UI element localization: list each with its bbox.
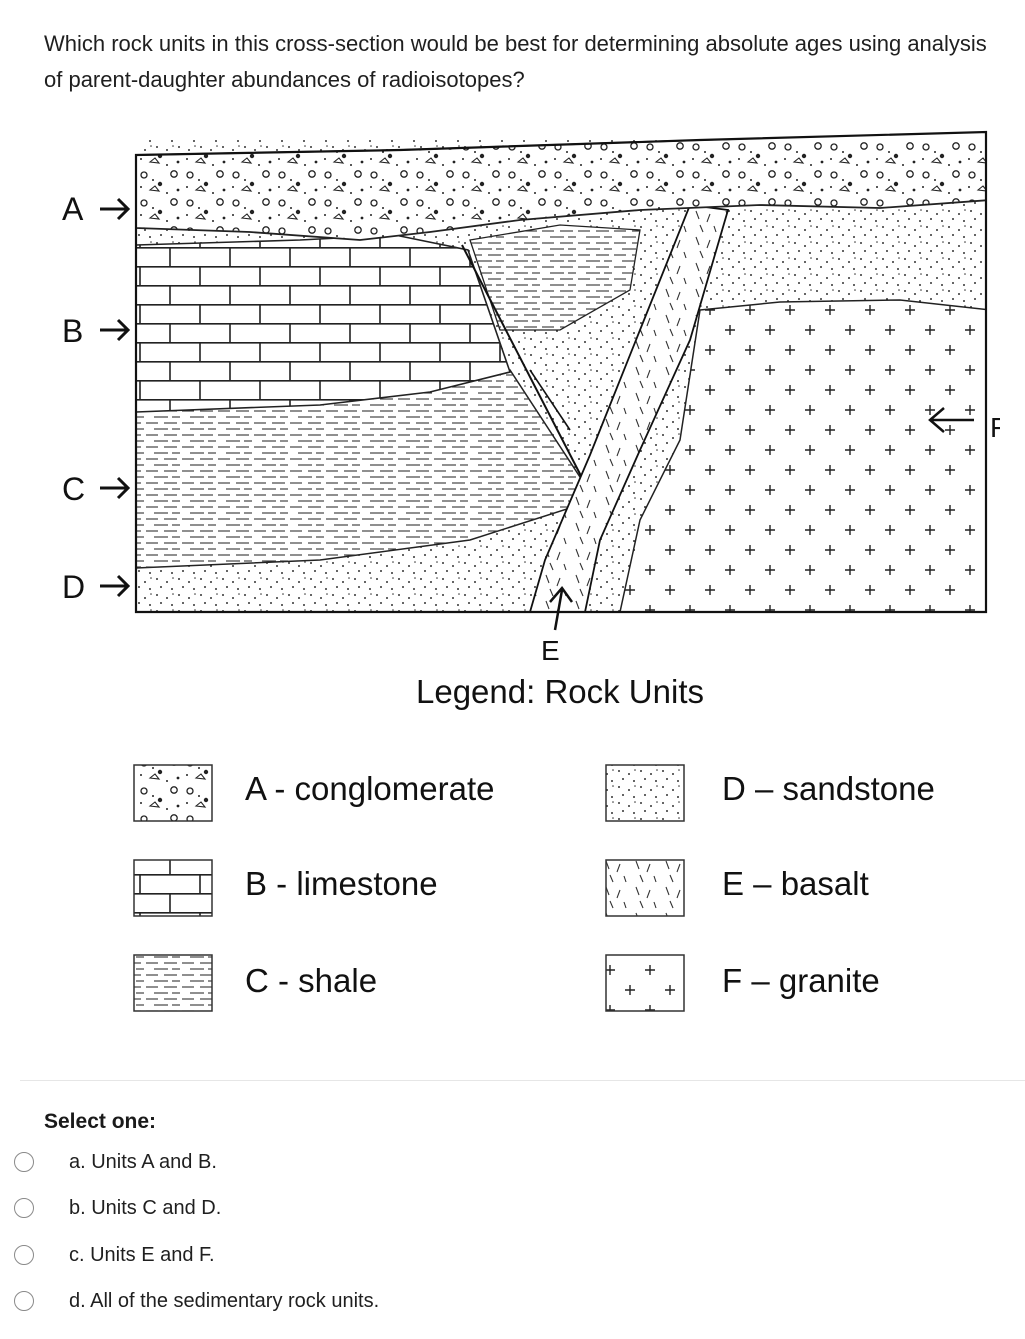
arrow-c-icon [100, 476, 131, 500]
arrow-f-icon [928, 407, 974, 433]
select-one-label: Select one: [44, 1110, 157, 1133]
answer-option-c-label: c. Units E and F. [69, 1243, 215, 1266]
label-e: E [541, 635, 560, 666]
answer-option-b-label: b. Units C and D. [69, 1196, 222, 1219]
radio-d-icon[interactable] [14, 1291, 34, 1311]
unit-e-basalt-dike [529, 204, 730, 612]
label-c: C [62, 471, 85, 507]
legend-swatch-limestone [133, 859, 213, 917]
cross-section-diagram: A B C D E F [62, 130, 1000, 666]
radio-b-icon[interactable] [14, 1198, 34, 1218]
label-b: B [62, 313, 83, 349]
answer-option-d[interactable]: d. All of the sedimentary rock units. [14, 1283, 714, 1319]
legend-swatch-basalt [605, 859, 685, 917]
legend-swatch-shale [133, 954, 213, 1012]
legend-swatch-granite [605, 954, 685, 1012]
legend-item-b: B - limestone [245, 865, 438, 902]
arrow-d-icon [100, 574, 131, 598]
legend-swatch-sandstone [605, 764, 685, 822]
geologic-cross-section-figure: A B C D E F Legend: Rock Units A - congl… [62, 130, 1000, 1012]
unit-f-granite-region [619, 299, 986, 612]
unit-b-limestone-region [136, 234, 512, 413]
legend-item-a: A - conglomerate [245, 770, 494, 807]
label-a: A [62, 191, 84, 227]
radio-a-icon[interactable] [14, 1152, 34, 1172]
legend-item-e: E – basalt [722, 865, 869, 902]
label-d: D [62, 569, 85, 605]
legend-item-f: F – granite [722, 962, 880, 999]
radio-c-icon[interactable] [14, 1245, 34, 1265]
arrow-a-icon [100, 197, 131, 221]
answer-option-c[interactable]: c. Units E and F. [14, 1237, 714, 1273]
legend-swatch-conglomerate [133, 764, 213, 822]
legend-item-c: C - shale [245, 962, 377, 999]
answer-option-a[interactable]: a. Units A and B. [14, 1144, 714, 1180]
label-f: F [990, 412, 1000, 443]
legend-item-d: D – sandstone [722, 770, 935, 807]
answer-option-b[interactable]: b. Units C and D. [14, 1190, 714, 1226]
legend-title: Legend: Rock Units [416, 673, 704, 710]
answer-option-d-label: d. All of the sedimentary rock units. [69, 1289, 380, 1312]
section-divider [20, 1080, 1025, 1081]
answer-option-a-label: a. Units A and B. [69, 1150, 217, 1173]
arrow-b-icon [100, 318, 131, 342]
legend: A - conglomerate B - limestone C - shale… [133, 764, 935, 1012]
question-text: Which rock units in this cross-section w… [44, 31, 987, 92]
arrow-e-icon [549, 585, 574, 631]
